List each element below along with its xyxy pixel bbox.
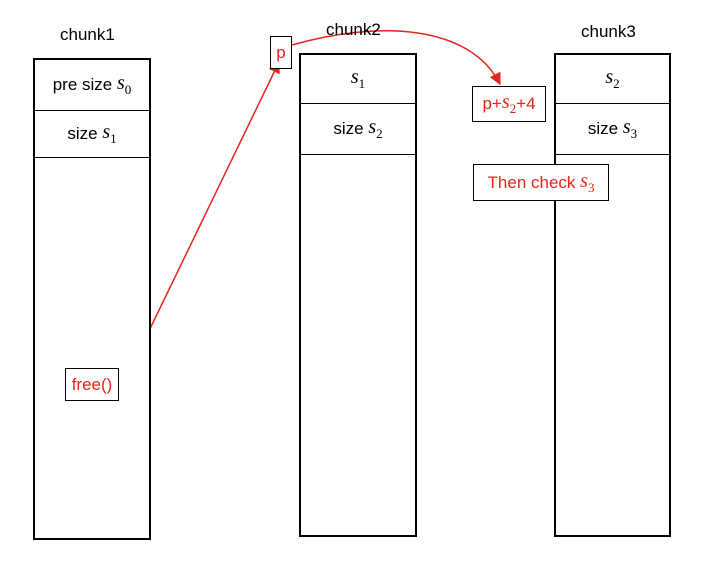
chunk1-size-field: size s1 [35, 111, 149, 158]
chunk1-title: chunk1 [60, 25, 115, 44]
chunk1-pre-size-field: pre size s0 [35, 60, 149, 111]
offset-pre: p+ [482, 94, 502, 113]
pointer-p-label: p [270, 36, 292, 69]
check-label: Then check s3 [473, 164, 609, 201]
field-prefix: size [67, 124, 103, 143]
chunk2-prev-size-field: s1 [301, 55, 415, 104]
chunk3: s2 size s3 [554, 53, 671, 537]
p-to-offset-arrow [291, 30, 501, 86]
field-var: s2 [368, 116, 383, 141]
offset-var: s2 [501, 91, 517, 116]
field-var: s1 [350, 66, 366, 91]
offset-post: +4 [516, 94, 536, 113]
field-prefix: size [333, 119, 369, 138]
field-prefix: size [587, 119, 623, 138]
field-prefix: pre size [52, 75, 117, 94]
check-var: s3 [580, 169, 595, 195]
chunk3-title: chunk3 [581, 22, 636, 41]
field-var: s3 [622, 116, 638, 141]
check-pre: Then check [487, 172, 581, 192]
chunk3-prev-size-field: s2 [556, 55, 669, 104]
field-var: s2 [605, 66, 620, 91]
field-var: s1 [102, 121, 117, 146]
field-var: s0 [116, 72, 132, 97]
chunk2-size-field: size s2 [301, 104, 415, 155]
chunk2-title: chunk2 [326, 20, 381, 39]
chunk3-size-field: size s3 [556, 104, 669, 155]
chunk1: pre size s0 size s1 [33, 58, 151, 540]
chunk2: s1 size s2 [299, 53, 417, 537]
free-call-label: free() [65, 368, 119, 401]
offset-label: p+s2+4 [472, 86, 546, 122]
